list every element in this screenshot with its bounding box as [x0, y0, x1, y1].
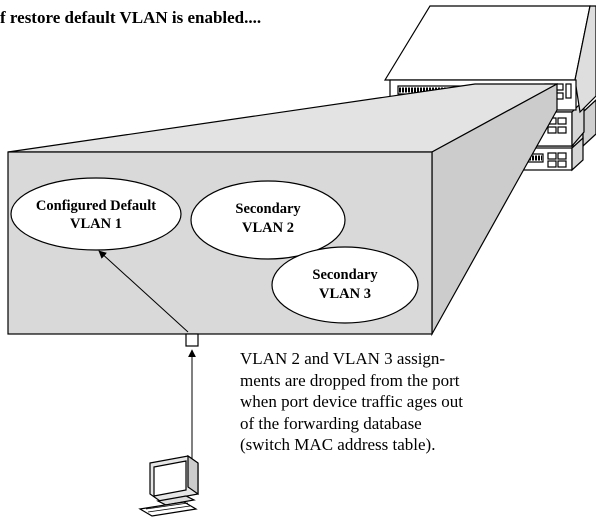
- port-behavior-caption: VLAN 2 and VLAN 3 assign- ments are drop…: [240, 348, 590, 456]
- vlan-2-label-line2: VLAN 2: [242, 220, 294, 236]
- vlan-2-label-line1: Secondary: [235, 201, 301, 217]
- caption-line: (switch MAC address table).: [240, 435, 436, 454]
- vlan-3-label-line2: VLAN 3: [319, 286, 371, 302]
- caption-line: VLAN 2 and VLAN 3 assign-: [240, 349, 446, 368]
- vlan-2-secondary: Secondary VLAN 2: [190, 180, 346, 260]
- caption-line: ments are dropped from the port: [240, 370, 460, 390]
- vlan-1-label-line1: Configured Default: [36, 198, 156, 214]
- port-to-vlan1-arrow: [98, 250, 189, 333]
- port-square: [185, 333, 199, 347]
- computer-icon: [138, 454, 199, 517]
- vlan-3-secondary: Secondary VLAN 3: [271, 246, 419, 324]
- diagram-heading: f restore default VLAN is enabled....: [0, 8, 262, 27]
- caption-line: when port device traffic ages out: [240, 392, 463, 411]
- vlan-1-default: Configured Default VLAN 1: [10, 177, 182, 251]
- caption-line: of the forwarding database: [240, 413, 422, 433]
- vlan-1-label-line2: VLAN 1: [70, 216, 122, 232]
- vlan-3-label-line1: Secondary: [312, 267, 378, 283]
